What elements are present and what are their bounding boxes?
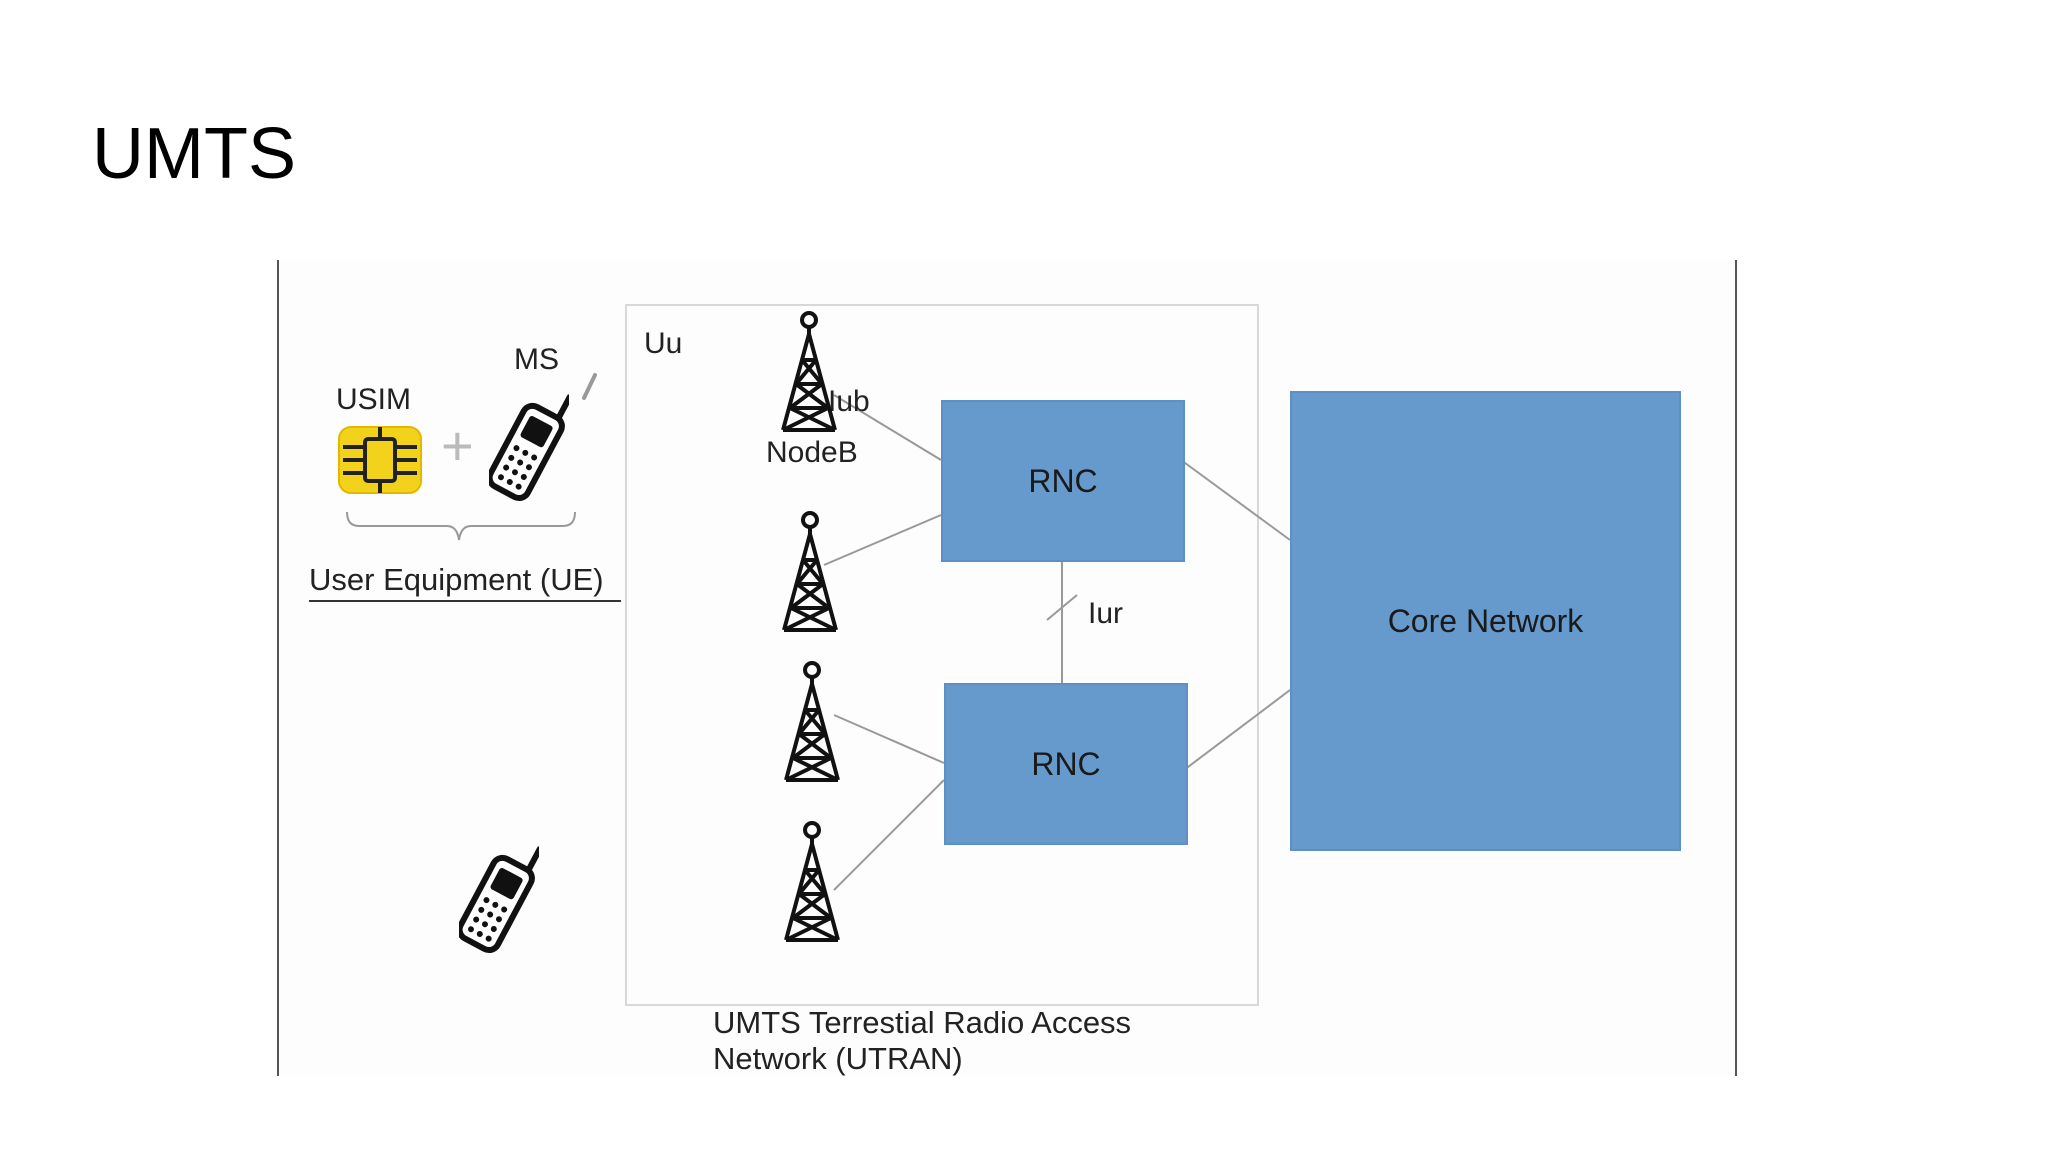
iur-slash (1046, 594, 1078, 621)
connection-lines (309, 394, 1291, 891)
core-network-node: Core Network (1290, 391, 1681, 851)
iub-link-2 (823, 514, 942, 566)
rnc-core-link-2 (1183, 689, 1291, 771)
iub-label: Iub (828, 385, 870, 418)
utran-caption-line-2: Network (UTRAN) (713, 1041, 963, 1076)
slide-title: UMTS (92, 114, 296, 194)
antenna-tower-icon (781, 311, 837, 432)
antenna-tower-icon (782, 511, 838, 632)
antenna-tower-icon (784, 821, 840, 942)
plus-sign: + (441, 414, 474, 477)
antenna-tower-icon (784, 661, 840, 782)
usim-label: USIM (336, 383, 411, 416)
iub-link-3 (833, 714, 945, 764)
rnc-bottom-label: RNC (1031, 745, 1101, 782)
sim-card-icon (338, 426, 422, 494)
rnc-bottom-node: RNC (944, 683, 1188, 845)
iub-link-1 (833, 394, 942, 461)
core-network-label: Core Network (1387, 602, 1584, 639)
iub-link-4 (833, 779, 945, 891)
ue-brace (346, 511, 576, 541)
rnc-core-link-1 (1180, 459, 1291, 541)
umts-architecture-diagram: USIM MS + User Equipment (UE) (277, 260, 1737, 1076)
mobile-phone-icon (489, 394, 569, 502)
pencil-mark-icon (582, 373, 597, 400)
nodeb-label: NodeB (766, 436, 858, 469)
mobile-phone-icon (459, 846, 539, 954)
rnc-top-node: RNC (941, 400, 1185, 562)
ue-caption: User Equipment (UE) (309, 562, 604, 597)
utran-caption: UMTS Terrestial Radio Access Network (UT… (713, 1005, 1131, 1077)
ms-label: MS (514, 343, 559, 376)
iur-label: Iur (1088, 597, 1124, 630)
utran-caption-line-1: UMTS Terrestial Radio Access (713, 1005, 1132, 1040)
uu-label: Uu (644, 327, 683, 360)
rnc-top-label: RNC (1028, 462, 1098, 499)
